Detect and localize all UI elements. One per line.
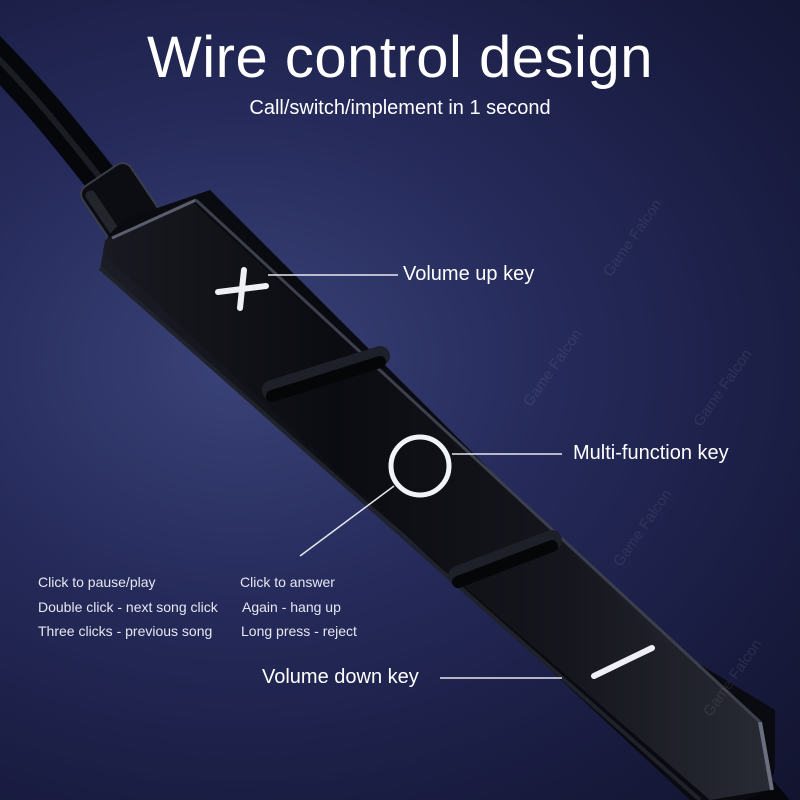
instruction-right-2: Again - hang up (242, 599, 341, 615)
circle-icon (388, 434, 452, 498)
volume-up-label: Volume up key (403, 263, 535, 285)
instruction-left-2: Double click - next song click (38, 599, 218, 615)
instruction-left-1: Click to pause/play (38, 574, 156, 590)
multi-function-label: Multi-function key (573, 442, 729, 464)
instruction-left-3: Three clicks - previous song (38, 623, 213, 639)
slot-divider-lower (448, 530, 562, 588)
slot-divider-upper (262, 346, 390, 402)
page-subtitle: Call/switch/implement in 1 second (249, 97, 551, 119)
plus-icon (215, 267, 269, 311)
instruction-right-3: Long press - reject (241, 623, 357, 639)
callout-lines (268, 274, 562, 679)
volume-down-label: Volume down key (262, 666, 419, 688)
minus-icon (591, 645, 655, 679)
instruction-right-1: Click to answer (240, 574, 335, 590)
control-body (98, 190, 775, 800)
page-title: Wire control design (147, 25, 653, 90)
